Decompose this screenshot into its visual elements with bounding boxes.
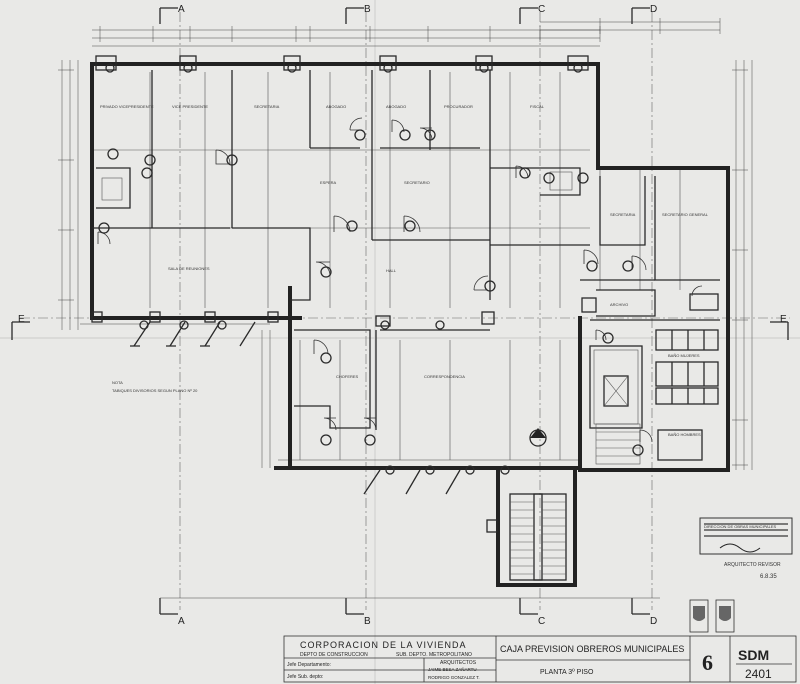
service-core — [101, 171, 719, 465]
axis-label-e-left: E — [18, 314, 25, 325]
org-subdept: SUB. DEPTO. METROPOLITANO — [396, 652, 472, 658]
sheet-number: 6 — [702, 650, 713, 675]
room-label: HALL — [386, 268, 397, 273]
staircase — [486, 493, 567, 581]
sheet-code: SDM — [738, 647, 769, 663]
note-label: NOTA — [112, 380, 123, 385]
stamp-line-2: ARQUITECTO REVISOR — [724, 562, 781, 568]
seals — [689, 599, 735, 633]
axis-labels: A B C D A B C D E E — [18, 4, 787, 627]
room-label: ESPERA — [320, 180, 337, 185]
room-label: BAÑO MUJERES — [668, 353, 700, 358]
approval-stamp: DIRECCION DE OBRAS MUNICIPALES ARQUITECT… — [699, 517, 793, 580]
room-label: VICE PRESIDENTE — [172, 104, 208, 109]
axis-label-b-bottom: B — [364, 616, 371, 627]
room-label: BAÑO HOMBRES — [668, 432, 701, 437]
dimension-ticks — [58, 18, 748, 466]
plan-level: PLANTA 3º PISO — [540, 669, 594, 676]
stamp-date: 6.8.35 — [760, 574, 777, 580]
axis-label-d-top: D — [650, 4, 657, 15]
room-label: ABOGADO — [326, 104, 346, 109]
axis-label-b-top: B — [364, 4, 371, 15]
jefe-depto: Jefe Departamento: — [287, 662, 331, 668]
room-label: SECRETARIA — [610, 212, 636, 217]
org-dept: DEPTO DE CONSTRUCCION — [300, 652, 368, 658]
floor-pattern — [92, 72, 681, 460]
project-title: CAJA PREVISION OBREROS MUNICIPALES — [500, 644, 684, 654]
architect-name: RODRIGO GONZALEZ T. — [428, 675, 480, 680]
room-label: SECRETARIO — [404, 180, 430, 185]
room-label: PROCURADOR — [444, 104, 473, 109]
note-label: TABIQUES DIVISORIOS SEGUN PLANO Nº 20 — [112, 388, 198, 393]
stamp-line-1: DIRECCION DE OBRAS MUNICIPALES — [704, 524, 776, 529]
room-label: PRIVADO VICEPRESIDENTE — [100, 104, 154, 109]
partitions — [92, 70, 720, 430]
entrance-steps — [130, 321, 461, 495]
signature — [719, 543, 761, 553]
room-label: SALA DE REUNIONES — [168, 266, 210, 271]
dimension-lines — [61, 21, 753, 599]
room-label: CORRESPONDENCIA — [424, 374, 465, 379]
room-label: SECRETARIA — [254, 104, 280, 109]
room-label: ARCHIVO — [610, 302, 628, 307]
architect-name: JAIME BESA ZAÑARTU — [428, 666, 477, 672]
axis-label-c-bottom: C — [538, 616, 545, 627]
room-label: FISCAL — [530, 104, 545, 109]
org-name: CORPORACION DE LA VIVIENDA — [300, 640, 467, 650]
title-block: CORPORACION DE LA VIVIENDA DEPTO DE CONS… — [283, 635, 797, 683]
axis-label-d-bottom: D — [650, 616, 657, 627]
grid-axes — [11, 7, 790, 615]
room-tags — [98, 63, 644, 475]
axis-label-c-top: C — [538, 4, 545, 15]
axis-label-e-right: E — [780, 314, 787, 325]
jefe-subdepto: Jefe Sub. depto: — [287, 674, 323, 680]
room-label: SECRETARIO GENERAL — [662, 212, 709, 217]
facade-pilasters — [91, 55, 597, 327]
room-label: CHOFERES — [336, 374, 359, 379]
entry-arrow — [529, 428, 547, 447]
axis-label-a-top: A — [178, 4, 185, 15]
axis-label-a-bottom: A — [178, 616, 185, 627]
arquitectos-label: ARQUITECTOS — [440, 660, 477, 666]
room-labels: PRIVADO VICEPRESIDENTE VICE PRESIDENTE S… — [100, 104, 709, 437]
room-label: ABOGADO — [386, 104, 406, 109]
sheet-code-number: 2401 — [745, 667, 772, 681]
doors — [97, 117, 703, 443]
exterior-walls — [90, 62, 730, 587]
